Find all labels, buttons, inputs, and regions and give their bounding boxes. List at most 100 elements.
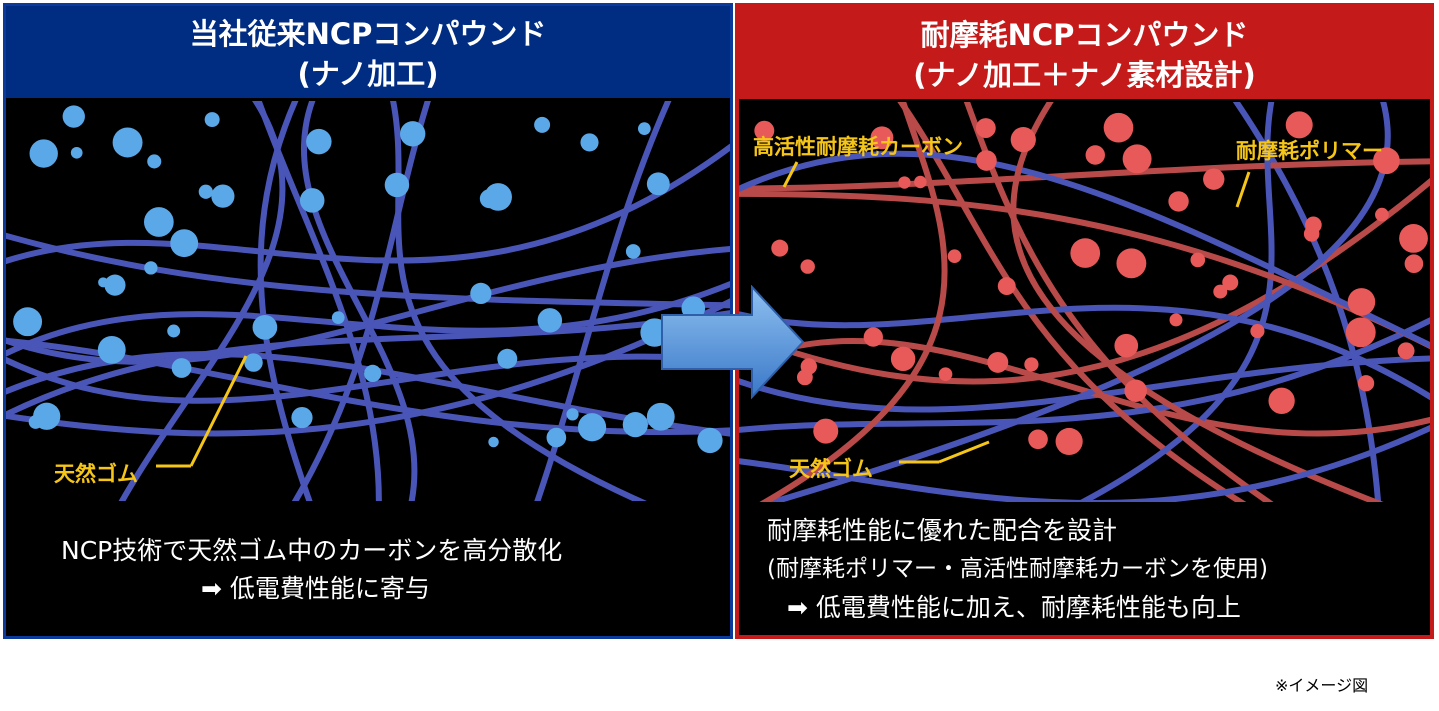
polymer-chain bbox=[1076, 102, 1275, 502]
carbon-particle bbox=[914, 175, 927, 189]
carbon-particle bbox=[112, 127, 143, 158]
carbon-particle bbox=[33, 402, 61, 430]
carbon-particle bbox=[813, 418, 839, 444]
carbon-particle bbox=[299, 188, 325, 213]
polymer-label: 耐摩耗ポリマー bbox=[1236, 139, 1383, 163]
carbon-particle bbox=[479, 189, 499, 209]
transition-arrow-icon bbox=[661, 285, 805, 400]
carbon-particle bbox=[1397, 342, 1415, 360]
carbon-particle bbox=[1070, 238, 1101, 268]
polymer-chain bbox=[6, 310, 730, 418]
caption-line: ➡ 低電費性能に寄与 bbox=[201, 574, 430, 603]
carbon-particle bbox=[1305, 216, 1322, 234]
polymer-chain bbox=[6, 143, 730, 265]
carbon-particle bbox=[252, 314, 278, 340]
polymer-chain bbox=[534, 101, 672, 501]
carbon-particle bbox=[167, 324, 181, 338]
carbon-particle bbox=[947, 249, 962, 264]
carbon-particle bbox=[1268, 387, 1295, 414]
carbon-particle bbox=[1345, 317, 1376, 348]
carbon-particle bbox=[1357, 375, 1375, 392]
polymer-chain bbox=[6, 298, 730, 437]
polymer-chain bbox=[6, 232, 730, 309]
carbon-particle bbox=[384, 172, 410, 198]
carbon-particle bbox=[13, 307, 43, 337]
carbon-particle bbox=[566, 408, 579, 421]
carbon-particle bbox=[1285, 111, 1313, 139]
label-leader-line bbox=[189, 355, 248, 467]
carbon-particle bbox=[144, 261, 158, 275]
carbon-particle bbox=[1250, 324, 1265, 339]
polymer-chain bbox=[6, 350, 730, 437]
carbon-particle bbox=[898, 176, 911, 189]
carbon-particle bbox=[1103, 112, 1134, 143]
caption-line: (耐摩耗ポリマー・高活性耐摩耗カーボンを使用) bbox=[767, 556, 1268, 582]
polymer-chain bbox=[739, 338, 1430, 437]
polymer-chain bbox=[6, 337, 730, 435]
carbon-particle bbox=[143, 207, 174, 237]
panel-header: 当社従来NCPコンパウンド (ナノ加工) bbox=[6, 6, 730, 98]
polymer-chain bbox=[301, 101, 418, 501]
carbon-particle bbox=[975, 118, 996, 138]
natural-rubber-label: 天然ゴム bbox=[54, 462, 138, 486]
polymer-chain bbox=[6, 246, 730, 365]
carbon-particle bbox=[1347, 288, 1376, 316]
label-leader-line bbox=[782, 161, 799, 188]
carbon-particle bbox=[1168, 191, 1189, 212]
carbon-particle bbox=[29, 139, 58, 168]
carbon-particle bbox=[211, 184, 235, 208]
carbon-particle bbox=[70, 146, 83, 159]
carbon-particle bbox=[796, 369, 813, 386]
polymer-chain bbox=[759, 102, 948, 502]
caption-line: NCP技術で天然ゴム中のカーボンを高分散化 bbox=[61, 536, 563, 565]
carbon-particle bbox=[870, 126, 894, 150]
carbon-particle bbox=[1169, 313, 1183, 327]
carbon-particle bbox=[104, 274, 126, 296]
carbon-particle bbox=[364, 364, 382, 383]
carbon-particle bbox=[1028, 429, 1048, 450]
carbon-particle bbox=[1190, 252, 1206, 268]
carbon-particle bbox=[534, 116, 551, 133]
polymer-chain bbox=[118, 101, 286, 501]
panel-header: 耐摩耗NCPコンパウンド (ナノ加工＋ナノ素材設計) bbox=[739, 7, 1430, 99]
carbon-particle bbox=[170, 229, 199, 258]
carbon-particle bbox=[997, 277, 1016, 296]
carbon-particle bbox=[1404, 254, 1424, 274]
panel-title: 当社従来NCPコンパウンド bbox=[189, 17, 547, 51]
carbon-particle bbox=[938, 367, 953, 381]
carbon-particle bbox=[890, 346, 916, 372]
caption-line: ➡ 低電費性能に加え、耐摩耗性能も向上 bbox=[787, 593, 1241, 622]
polymer-chain bbox=[739, 158, 1430, 192]
polymer-chain bbox=[389, 101, 648, 501]
carbon-particle bbox=[976, 150, 997, 171]
polymer-chain bbox=[963, 102, 1274, 502]
carbon-particle bbox=[488, 436, 499, 448]
carbon-particle bbox=[646, 172, 670, 196]
carbon-particle bbox=[306, 128, 332, 155]
carbon-particle bbox=[497, 348, 518, 369]
carbon-particle bbox=[537, 308, 563, 333]
carbon-particle bbox=[800, 259, 815, 274]
polymer-chain bbox=[739, 190, 1430, 350]
carbon-particle bbox=[697, 427, 723, 454]
carbon-particle bbox=[147, 154, 162, 169]
carbon-particle bbox=[1010, 127, 1036, 153]
carbon-particle bbox=[62, 105, 85, 128]
panel-subtitle: (ナノ加工) bbox=[297, 57, 439, 91]
carbon-particle bbox=[1055, 427, 1083, 456]
carbon-particle bbox=[771, 239, 789, 257]
carbon-particle bbox=[580, 133, 599, 152]
carbon-particle bbox=[291, 406, 313, 429]
carbon-particle bbox=[1122, 144, 1152, 174]
carbon-particle bbox=[1114, 333, 1139, 358]
carbon-particle bbox=[1399, 224, 1428, 253]
polymer-chain bbox=[291, 101, 431, 501]
polymer-chain bbox=[257, 101, 313, 501]
carbon-particle bbox=[1116, 248, 1147, 279]
carbon-particle bbox=[987, 351, 1009, 373]
rubber-network-illustration bbox=[6, 101, 730, 501]
polymer-chain bbox=[739, 304, 1430, 401]
rubber-network-illustration bbox=[739, 102, 1430, 502]
conventional-compound-panel: 当社従来NCPコンパウンド (ナノ加工) 天然ゴム NCP技術で天然ゴム中のカー… bbox=[3, 3, 733, 639]
carbon-particle bbox=[1222, 274, 1239, 291]
